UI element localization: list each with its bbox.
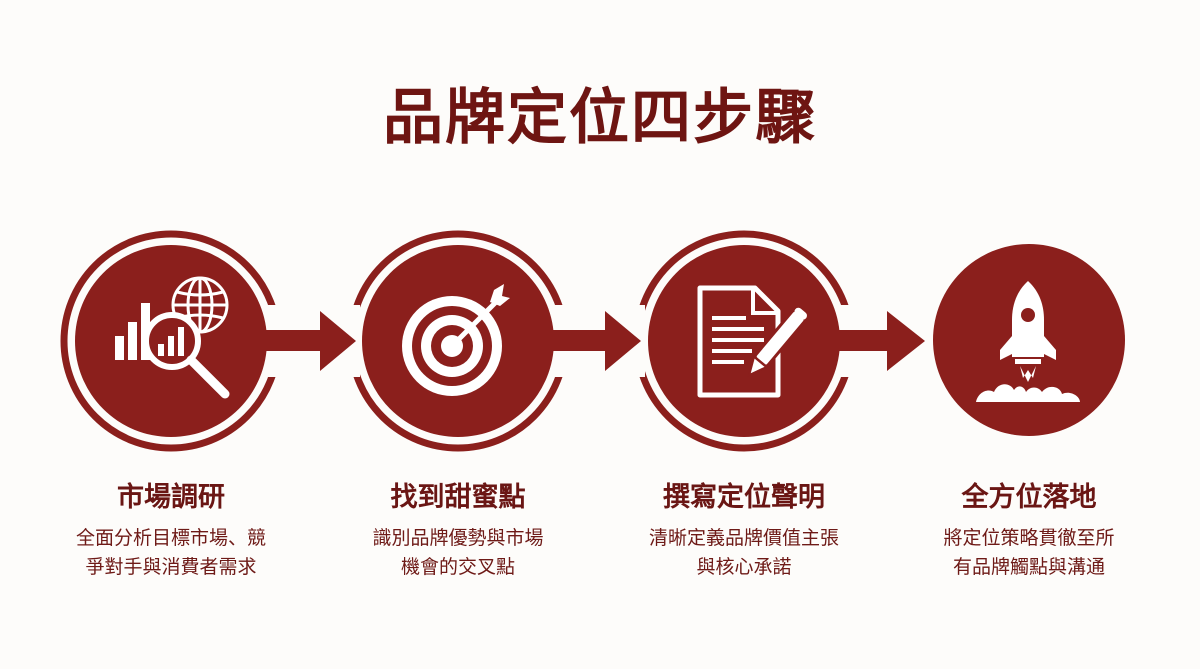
step-4-desc-line2: 有品牌觸點與溝通 (952, 556, 1105, 578)
step-2-title: 找到甜蜜點 (390, 482, 526, 513)
chart-magnifier-globe-icon (115, 276, 230, 399)
document-pen-icon (697, 285, 807, 398)
step-3-desc-line2: 與核心承諾 (696, 556, 792, 578)
arrow-right-3 (835, 311, 925, 371)
step-1-desc-line2: 爭對手與消費者需求 (85, 556, 257, 578)
arrow-right-2 (550, 311, 641, 371)
rocket-launch-icon (976, 281, 1080, 402)
step-1-title: 市場調研 (117, 482, 225, 513)
step-3-title: 撰寫定位聲明 (663, 482, 825, 513)
step-4-title: 全方位落地 (961, 482, 1097, 513)
step-4-desc-line1: 將定位策略貫徹至所 (943, 527, 1115, 549)
step-1-desc-line1: 全面分析目標市場、競 (75, 527, 266, 549)
target-arrow-icon (402, 284, 510, 396)
step-2-text: 找到甜蜜點 識別品牌優勢與市場 機會的交叉點 (318, 478, 598, 582)
arrow-right-1 (262, 311, 356, 371)
step-1-text: 市場調研 全面分析目標市場、競 爭對手與消費者需求 (31, 478, 311, 582)
step-3-text: 撰寫定位聲明 清晰定義品牌價值主張 與核心承諾 (604, 478, 884, 582)
step-2-desc-line2: 機會的交叉點 (400, 556, 515, 578)
page-title: 品牌定位四步驟 (383, 83, 817, 153)
step-3-desc-line1: 清晰定義品牌價值主張 (648, 527, 839, 549)
step-4-text: 全方位落地 將定位策略貫徹至所 有品牌觸點與溝通 (889, 478, 1169, 582)
step-2-desc-line1: 識別品牌優勢與市場 (372, 527, 544, 549)
